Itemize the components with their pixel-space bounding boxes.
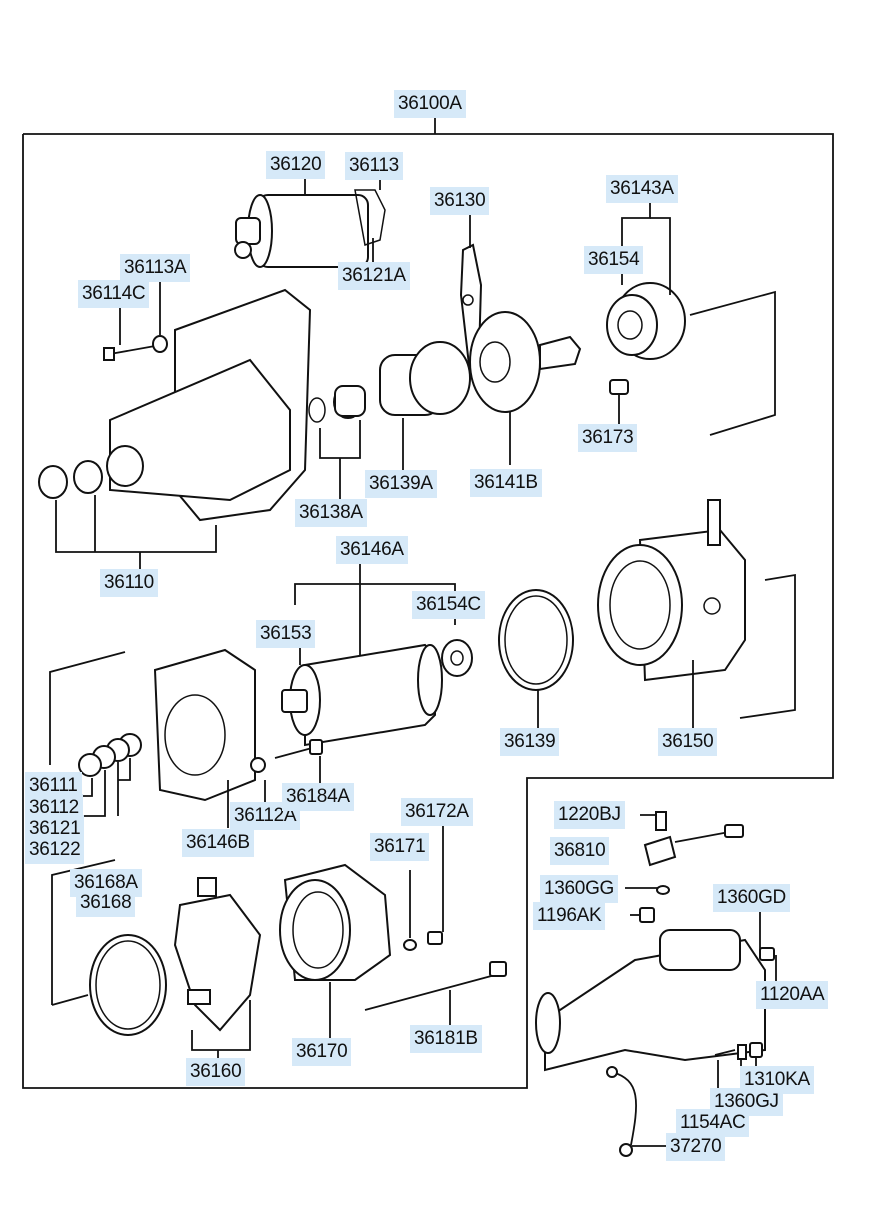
label-cable: 37270 (666, 1133, 726, 1161)
label-sensor: 36810 (550, 837, 610, 865)
label-ball-bearing: 36154C (412, 591, 485, 619)
label-stud-1154ac: 1154AC (676, 1109, 750, 1137)
label-solenoid-part: 36113 (345, 152, 403, 180)
label-bolt-1220bj: 1220BJ (554, 801, 625, 829)
yoke-part (597, 499, 796, 728)
label-lever: 36130 (430, 187, 490, 215)
main-frame (22, 116, 834, 1089)
label-bolt-36173: 36173 (578, 424, 638, 452)
screw-36173-part (609, 379, 629, 425)
label-bearing-kit: 36143A (606, 175, 678, 203)
label-bolt-36184a: 36184A (282, 783, 354, 811)
rear-bracket-part (49, 648, 323, 828)
label-screw-36172a: 36172A (401, 798, 473, 826)
label-bolt-1120aa: 1120AA (756, 981, 829, 1009)
label-armature-assy: 36146A (336, 536, 408, 564)
label-starter-assy: 36100A (394, 90, 466, 118)
cover-screws-part (403, 826, 444, 951)
label-seal-2: 36168 (76, 889, 136, 917)
label-washer-1360gd: 1360GD (713, 884, 790, 912)
label-yoke: 36150 (658, 728, 718, 756)
front-housing-part (38, 288, 312, 570)
label-overrunning-clutch: 36139A (365, 470, 437, 498)
end-cover-part (279, 863, 392, 1038)
label-bracket: 36146B (182, 829, 254, 857)
bearing-kit-part (606, 200, 776, 436)
through-bolt-part (364, 961, 507, 1025)
solenoid-part (234, 178, 386, 268)
label-end-cover: 36170 (292, 1038, 352, 1066)
cable-part (606, 1066, 668, 1157)
label-stop-ring: 36138A (295, 499, 367, 527)
label-plunger-spring: 36121A (338, 262, 410, 290)
plate-part (469, 311, 582, 465)
label-washers-4: 36122 (25, 836, 85, 864)
label-bolt-1196ak: 1196AK (533, 902, 606, 930)
starter-assembly-part (535, 811, 777, 1110)
clutch-part (308, 341, 471, 500)
label-o-ring: 36139 (500, 728, 560, 756)
o-ring-part (498, 589, 574, 728)
brush-holder-part (173, 877, 262, 1058)
label-solenoid: 36120 (266, 151, 326, 179)
label-through-bolt: 36181B (410, 1025, 482, 1053)
label-brush-holder: 36160 (186, 1058, 246, 1086)
label-screw-36113a: 36113A (120, 254, 191, 282)
label-armature: 36153 (256, 620, 316, 648)
screws-left-part (103, 280, 168, 361)
label-bearing: 36154 (584, 246, 644, 274)
armature-part (281, 562, 473, 747)
label-screw-36114c: 36114C (78, 280, 150, 308)
label-washer-1360gg: 1360GG (540, 875, 619, 903)
label-washer-36171: 36171 (370, 833, 430, 861)
label-plate: 36141B (470, 469, 542, 497)
seal-part (51, 859, 167, 1036)
label-housing: 36110 (100, 569, 158, 597)
